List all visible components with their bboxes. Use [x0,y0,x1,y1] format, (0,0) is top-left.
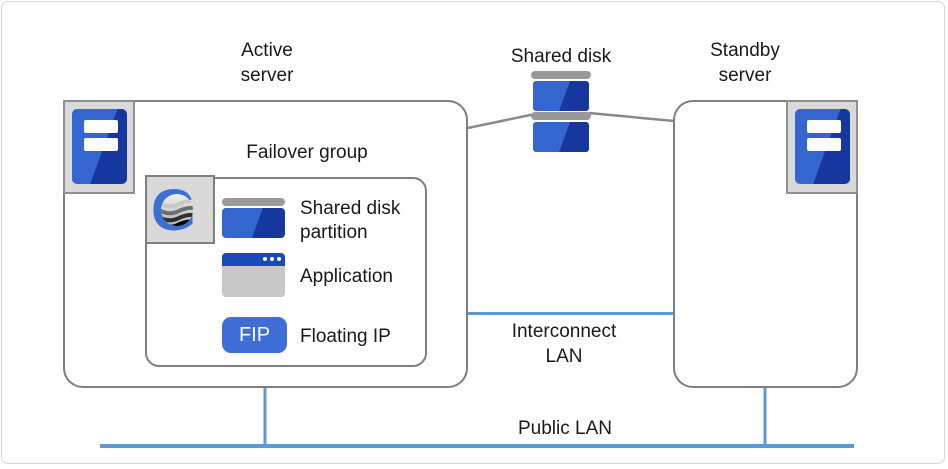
cluster-g-logo: G [151,178,196,243]
active-server-icon [63,100,135,194]
public-lan-label: Public LAN [518,418,612,439]
application-label: Application [300,266,393,287]
fip-badge: FIP [222,317,287,353]
disk-to-active-line [467,112,536,130]
disk-to-standby-line [588,111,675,123]
standby-server-label: Standby server [710,40,780,86]
fip-badge-text: FIP [238,323,271,346]
shared-disk-partition-label: Shared disk partition [300,198,401,243]
active-server-label: Active server [240,40,294,86]
application-icon [222,253,285,297]
cluster-logo-icon: G [145,175,215,244]
server-tower-icon [795,109,850,184]
failover-group-label: Failover group [246,142,368,163]
interconnect-lan-label: Interconnect LAN [511,321,617,367]
shared-disk-label: Shared disk [510,46,612,67]
server-tower-icon [72,109,127,184]
floating-ip-label: Floating IP [300,326,391,347]
shared-disk-icon [531,71,591,153]
standby-server-icon [786,100,858,194]
shared-disk-partition-icon [222,196,285,238]
